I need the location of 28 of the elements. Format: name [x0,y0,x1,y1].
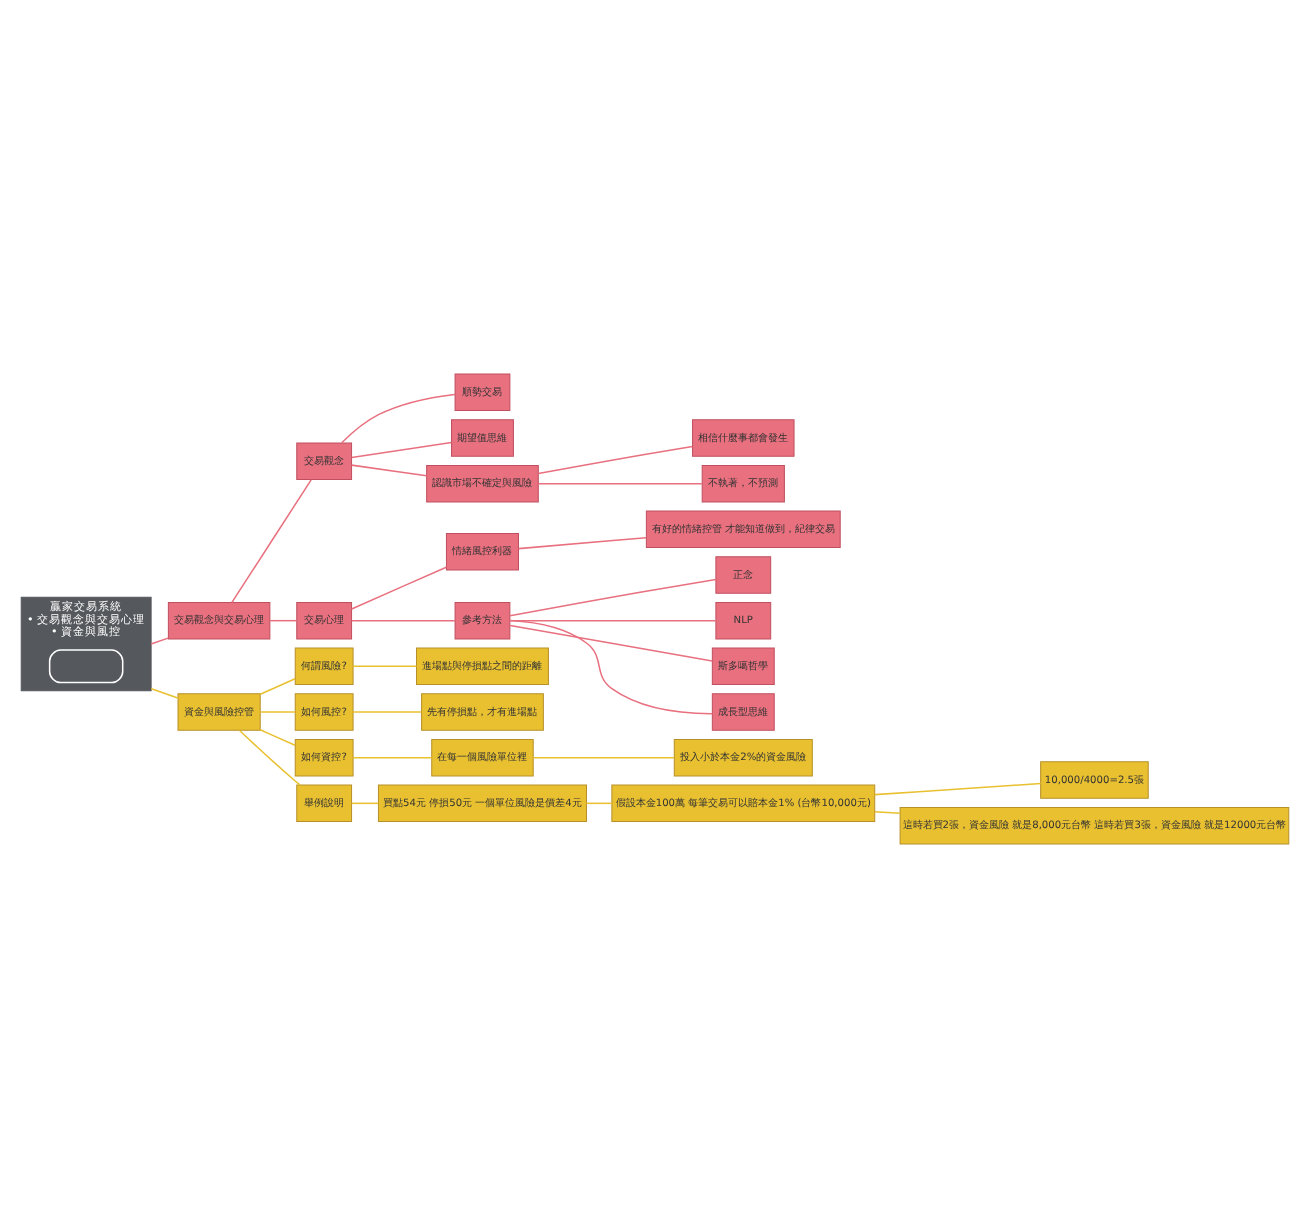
connector [585,802,613,805]
connector [532,756,675,759]
connector [231,479,312,604]
connector [259,678,296,695]
connector [874,782,1042,796]
connector [350,802,380,805]
connector [874,810,901,815]
connector [259,711,296,713]
connector [340,393,456,444]
connector [269,619,298,622]
connector [350,619,456,622]
connector [517,536,647,550]
node-box [48,649,124,684]
connector [352,756,433,759]
connector [150,687,179,699]
connector [350,441,453,459]
connector [150,637,169,645]
connector [350,464,428,477]
connector [537,445,694,475]
connector [509,578,717,617]
connector [352,711,423,713]
connector [537,482,703,485]
connector [238,729,301,786]
connector [259,729,296,746]
connector [352,665,418,668]
connector [509,624,713,662]
connector [509,619,714,715]
connector [350,566,448,610]
